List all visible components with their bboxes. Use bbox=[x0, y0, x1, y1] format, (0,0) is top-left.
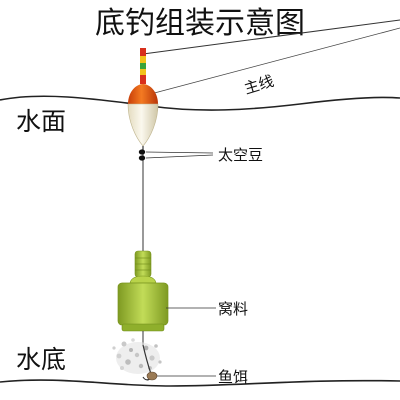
cage-rim bbox=[121, 323, 165, 332]
main-line-label: 主线 bbox=[242, 72, 276, 98]
main-line bbox=[142, 19, 400, 55]
space-bean-pointer-1 bbox=[145, 151, 214, 154]
space-beans-label: 太空豆 bbox=[218, 146, 263, 164]
bait-crumb bbox=[154, 344, 158, 348]
float-cap bbox=[128, 84, 158, 104]
bottom-line bbox=[0, 379, 400, 387]
float bbox=[127, 48, 159, 150]
space-bean-pointer-2 bbox=[145, 154, 214, 159]
bait-crumb bbox=[143, 345, 149, 351]
float-tip-green bbox=[140, 63, 146, 69]
cage-body bbox=[117, 282, 169, 326]
bait-crumb bbox=[121, 341, 127, 347]
bait-crumb bbox=[134, 352, 140, 358]
bait-crumb bbox=[149, 355, 155, 361]
float-tip-red-2 bbox=[140, 75, 146, 84]
bait-crumb bbox=[129, 348, 133, 352]
bait-crumb bbox=[158, 360, 162, 364]
water-surface-line bbox=[0, 95, 400, 111]
bait-crumb bbox=[125, 359, 131, 365]
bait-cage bbox=[117, 250, 169, 345]
bait-crumb bbox=[120, 366, 124, 370]
diagram-title: 底钓组装示意图 bbox=[95, 6, 305, 41]
cage-shoulder bbox=[129, 275, 157, 284]
ground-bait-cloud bbox=[112, 338, 162, 374]
float-tip-yellow bbox=[140, 56, 146, 63]
bottom-label: 水底 bbox=[16, 345, 66, 374]
bait-crumb bbox=[112, 346, 116, 350]
bait-crumb bbox=[116, 353, 122, 359]
water-surface-label: 水面 bbox=[16, 107, 66, 136]
fish-bait-label: 鱼饵 bbox=[218, 368, 248, 386]
space-bean-top bbox=[138, 149, 146, 155]
bait-crumb bbox=[138, 363, 144, 369]
main-line-upper bbox=[142, 27, 400, 97]
float-body bbox=[127, 103, 159, 147]
fish-bait bbox=[146, 371, 158, 381]
space-bean-bottom bbox=[138, 155, 146, 161]
bait-crumb bbox=[131, 338, 135, 342]
float-tip-red bbox=[140, 48, 146, 56]
float-tip-yellow-2 bbox=[140, 69, 146, 75]
bait-cage-label: 窝料 bbox=[218, 300, 248, 318]
